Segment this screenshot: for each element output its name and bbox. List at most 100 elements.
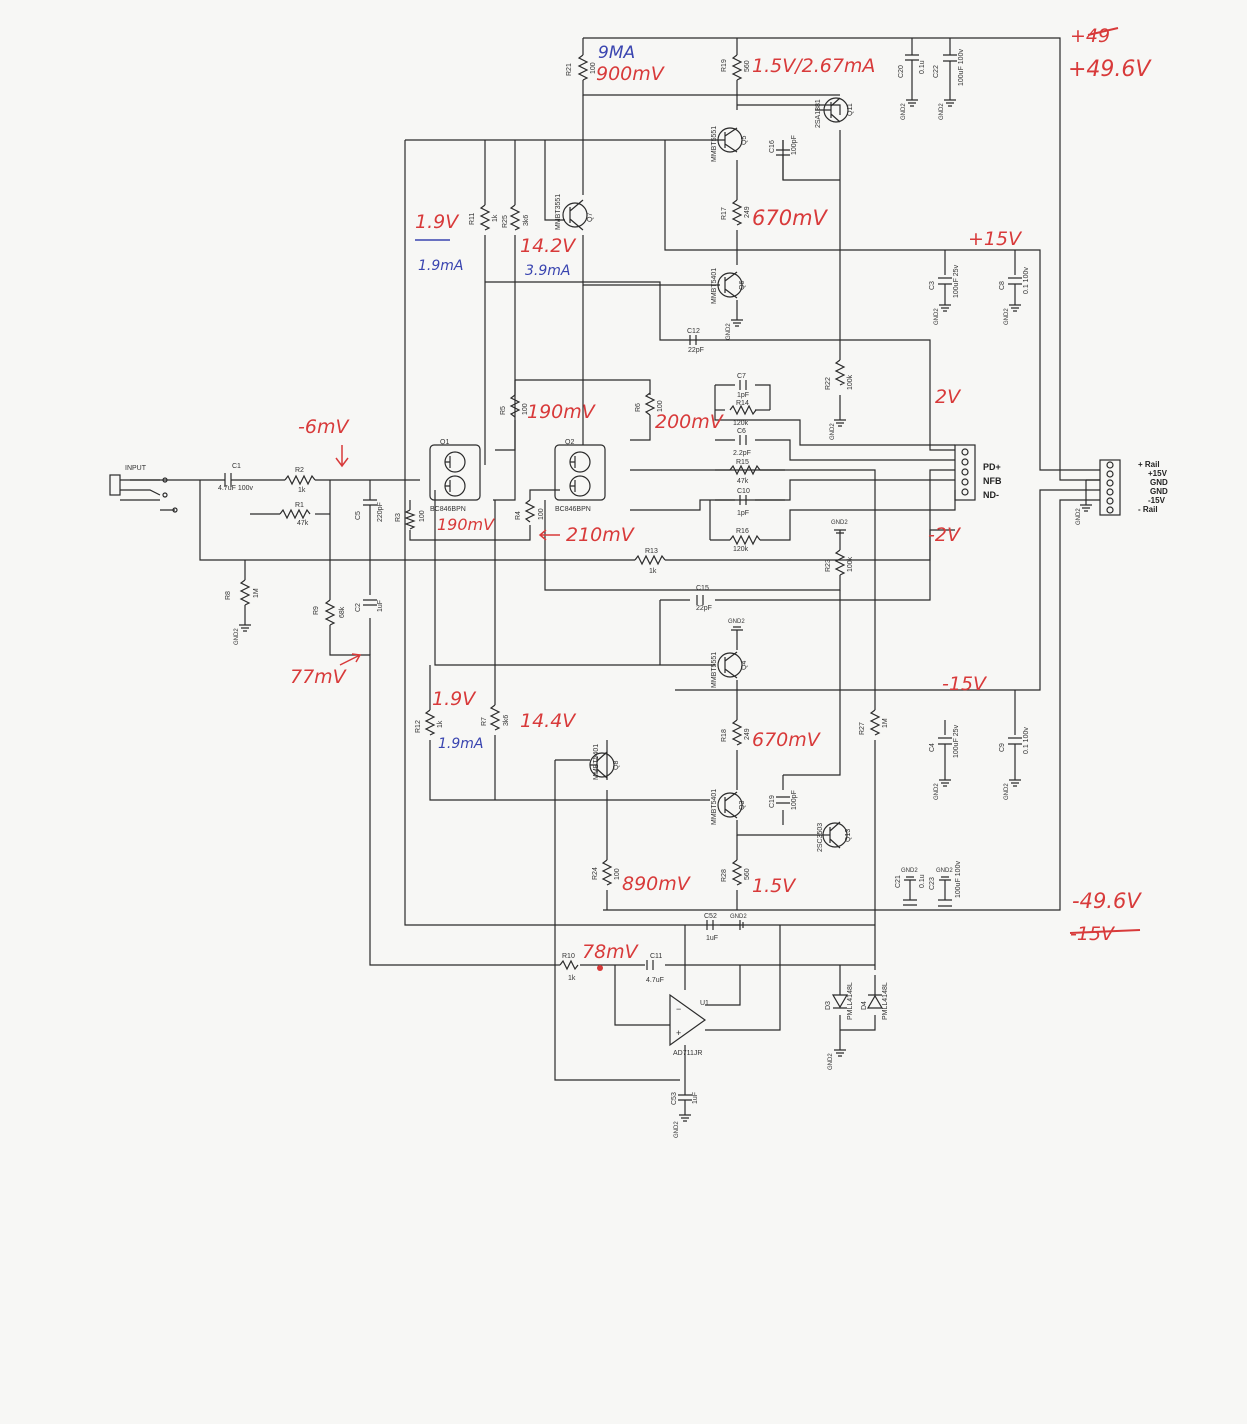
input-jack: INPUT (109, 465, 178, 513)
annotation-77mv: 77mV (290, 666, 348, 688)
svg-text:R17: R17 (721, 207, 728, 220)
resistor-r10 (559, 959, 579, 971)
transistor-q1 (429, 444, 481, 501)
svg-text:C15: C15 (696, 585, 709, 592)
resistor-r11 (479, 204, 491, 231)
svg-text:C8: C8 (999, 281, 1006, 290)
capacitor-c16 (776, 140, 790, 180)
resistor-r24 (601, 859, 613, 886)
svg-text:C11: C11 (650, 953, 662, 960)
svg-text:GND2: GND2 (901, 103, 907, 120)
capacitor-c1 (224, 473, 245, 487)
svg-text:C10: C10 (737, 488, 750, 495)
annotation-14-4v: 14.4V (520, 710, 577, 732)
svg-text:100uF 25v: 100uF 25v (953, 264, 960, 298)
svg-text:2SA1381: 2SA1381 (815, 99, 822, 128)
annotation-plus49-6v: +49.6V (1068, 57, 1152, 82)
svg-text:100k: 100k (847, 374, 854, 390)
resistor-r15 (729, 464, 761, 476)
svg-text:R4: R4 (515, 511, 522, 520)
svg-text:3k6: 3k6 (503, 715, 510, 726)
svg-text:C4: C4 (929, 743, 936, 752)
svg-text:AD711JR: AD711JR (673, 1050, 702, 1057)
svg-text:GND2: GND2 (726, 323, 732, 340)
resistor-r22 (834, 359, 846, 386)
transistor-q2 (554, 444, 606, 501)
svg-text:100: 100 (590, 62, 597, 74)
annotation-minus15v-struck: -15V (1070, 923, 1116, 945)
capacitor-c21 (903, 899, 917, 906)
svg-text:ND-: ND- (983, 490, 999, 500)
svg-text:2.2pF: 2.2pF (733, 450, 751, 457)
annotation-1-9ma-bot: 1.9mA (438, 736, 483, 752)
svg-text:+15V: +15V (1148, 469, 1168, 478)
annotation-minus2v: -2V (928, 524, 962, 546)
input-label: INPUT (125, 465, 147, 472)
svg-text:GND2: GND2 (730, 914, 747, 920)
svg-text:Q8: Q8 (613, 761, 620, 770)
resistor-r23 (834, 549, 846, 576)
annotation-900mv: 900mV (596, 63, 666, 85)
svg-text:GND2: GND2 (234, 628, 240, 645)
resistor-r19 (731, 54, 743, 81)
capacitor-c4 (938, 737, 952, 780)
svg-text:100: 100 (538, 508, 545, 520)
resistor-r27 (869, 709, 881, 736)
svg-text:1uF: 1uF (377, 600, 384, 612)
svg-text:2SC3503: 2SC3503 (817, 823, 824, 852)
capacitor-c20 (905, 54, 919, 100)
svg-text:220pF: 220pF (377, 502, 384, 522)
svg-text:Q4: Q4 (741, 661, 748, 670)
svg-text:+ Rail: + Rail (1138, 460, 1160, 469)
capacitor-c9 (1008, 737, 1022, 780)
annotation-190mv-q1: 190mV (437, 515, 495, 534)
svg-text:0.1u: 0.1u (919, 60, 926, 74)
svg-text:C7: C7 (737, 373, 746, 380)
svg-text:R23: R23 (825, 559, 832, 572)
svg-text:PD+: PD+ (983, 462, 1001, 472)
svg-text:C21: C21 (895, 875, 902, 888)
svg-text:C2: C2 (355, 603, 362, 612)
diode-d4 (866, 994, 884, 1009)
capacitor-c3 (938, 277, 952, 305)
capacitor-c5 (363, 499, 377, 525)
capacitor-c19 (776, 796, 790, 804)
svg-text:R28: R28 (721, 869, 728, 882)
svg-text:BC846BPN: BC846BPN (555, 506, 591, 513)
svg-text:R5: R5 (500, 406, 507, 415)
svg-text:47k: 47k (737, 478, 749, 485)
annotation-1-5v-bot: 1.5V (752, 875, 797, 897)
resistor-r9 (324, 599, 336, 626)
annotation-78mv: 78mV (582, 941, 640, 963)
capacitors: C1 4.7uF 100v C5 220pF C2 1uF C16 100pF … (218, 49, 1030, 1115)
svg-text:C6: C6 (737, 428, 746, 435)
svg-text:C52: C52 (704, 913, 717, 920)
svg-text:Q11: Q11 (847, 103, 854, 116)
svg-text:R15: R15 (736, 459, 749, 466)
svg-text:GND2: GND2 (674, 1121, 680, 1138)
svg-text:100uF 100v: 100uF 100v (958, 49, 965, 86)
annotation-190mv-r5: 190mV (527, 401, 597, 423)
resistor-r16 (729, 534, 761, 546)
annotation-minus49-6v: -49.6V (1072, 889, 1142, 913)
connector-j2: + Rail +15V GND GND -15V - Rail (1099, 459, 1168, 516)
svg-text:1k: 1k (298, 487, 306, 494)
annotation-210mv: 210mV (566, 524, 636, 546)
capacitor-c7 (739, 380, 747, 390)
svg-text:R1: R1 (295, 502, 304, 509)
svg-text:GND2: GND2 (934, 783, 940, 800)
svg-text:R2: R2 (295, 467, 304, 474)
svg-text:1M: 1M (882, 718, 889, 728)
resistor-r8 (239, 579, 251, 606)
svg-text:3k6: 3k6 (523, 215, 530, 226)
svg-text:100pF: 100pF (791, 790, 798, 810)
svg-text:Q7: Q7 (587, 213, 594, 222)
svg-text:100: 100 (657, 400, 664, 412)
svg-text:R18: R18 (721, 729, 728, 742)
svg-text:1pF: 1pF (737, 392, 749, 399)
capacitor-c2 (363, 599, 377, 606)
svg-text:GND2: GND2 (728, 619, 745, 625)
svg-text:249: 249 (744, 206, 751, 218)
